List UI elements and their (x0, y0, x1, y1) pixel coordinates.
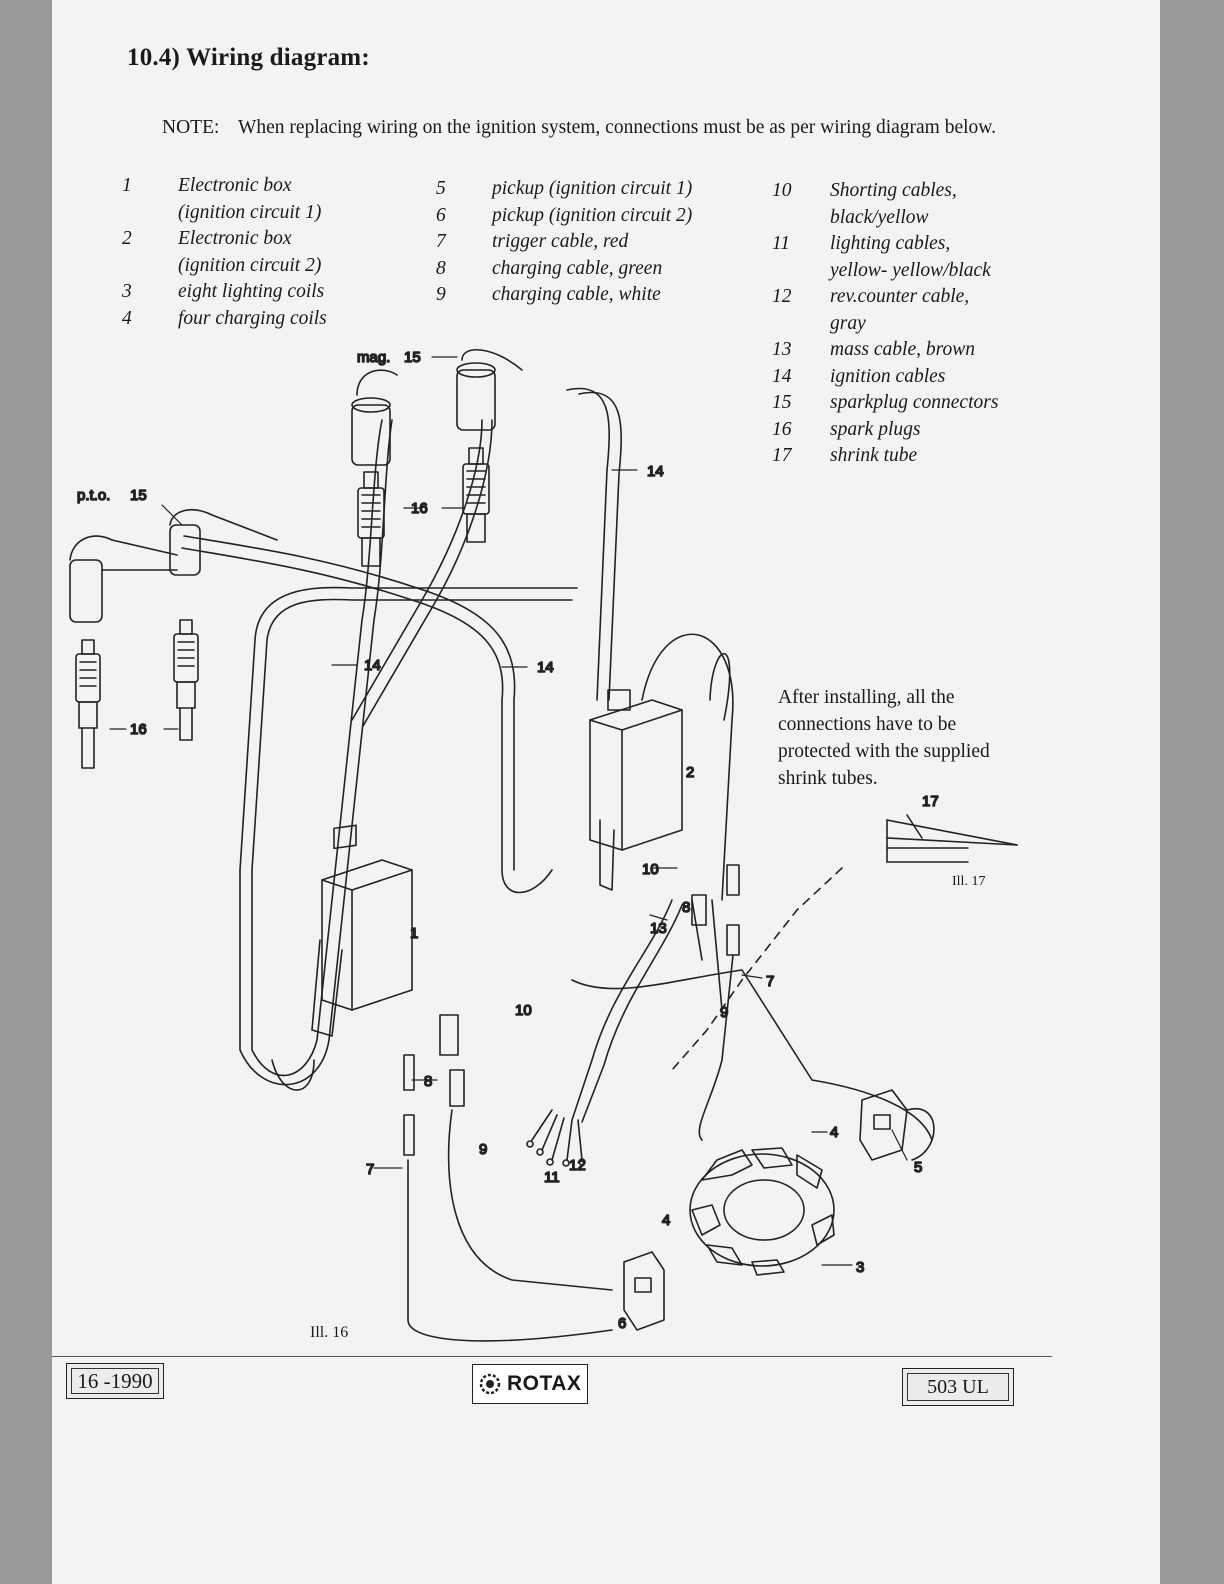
manual-page: 10.4) Wiring diagram: NOTE: When replaci… (52, 0, 1160, 1584)
callout-6: 6 (618, 1315, 626, 1332)
callout-15: 15 (130, 487, 147, 504)
callout-7: 7 (366, 1161, 374, 1178)
electronic-box-1 (311, 824, 413, 1037)
callout-14: 14 (647, 463, 664, 480)
callout-9: 9 (479, 1141, 487, 1158)
stator (689, 1147, 835, 1276)
electronic-box-2 (589, 689, 683, 891)
illustration-17-caption: Ill. 17 (952, 874, 986, 889)
callout-8: 8 (682, 899, 690, 916)
gear-icon (479, 1373, 501, 1395)
callout-17: 17 (922, 793, 939, 810)
page-number-box: 16 -1990 (66, 1363, 164, 1399)
callout-16: 16 (411, 500, 428, 517)
rotax-logo: ROTAX (472, 1364, 589, 1404)
callout-10: 10 (642, 861, 659, 878)
note-text: When replacing wiring on the ignition sy… (238, 117, 996, 138)
pickup-6 (623, 1251, 665, 1331)
spark-plugs-pto (75, 619, 199, 769)
callout-5: 5 (914, 1159, 922, 1176)
callout-4: 4 (662, 1212, 670, 1229)
sparkplug-connectors-pto (69, 509, 278, 623)
wiring-diagram: mag. 15 p.t.o. 15 16 16 14 14 14 1 2 3 4… (69, 348, 1018, 1342)
brand-name: ROTAX (507, 1372, 582, 1395)
callout-2: 2 (686, 764, 694, 781)
footer-rule (52, 1356, 1052, 1357)
callout-10: 10 (515, 1002, 532, 1019)
callout-14: 14 (537, 659, 554, 676)
spark-plugs-mag (357, 447, 490, 567)
installation-note: After installing, all the connections ha… (778, 687, 990, 789)
callout-7: 7 (766, 973, 774, 990)
callout-12: 12 (569, 1157, 586, 1174)
callout-1: 1 (410, 925, 418, 942)
wiring-harness (403, 864, 933, 1342)
note-label: NOTE: (162, 117, 220, 138)
callout-11: 11 (544, 1169, 560, 1186)
section-heading: 10.4) Wiring diagram: (127, 44, 370, 71)
model-box: 503 UL (902, 1368, 1014, 1406)
label-mag: mag. (357, 349, 390, 366)
shrink-tube (671, 814, 1018, 1071)
callout-4: 4 (830, 1124, 838, 1141)
callout-8: 8 (424, 1073, 432, 1090)
callout-15: 15 (404, 349, 421, 366)
illustration-16-caption: Ill. 16 (310, 1324, 349, 1341)
sparkplug-connectors-mag (351, 349, 523, 466)
label-pto: p.t.o. (77, 487, 110, 504)
leader-lines (109, 356, 908, 1266)
callout-13: 13 (650, 920, 667, 937)
callout-9: 9 (720, 1004, 728, 1021)
ignition-cables (181, 387, 734, 1091)
callout-14: 14 (364, 657, 381, 674)
callout-3: 3 (856, 1259, 864, 1276)
callout-16: 16 (130, 721, 147, 738)
